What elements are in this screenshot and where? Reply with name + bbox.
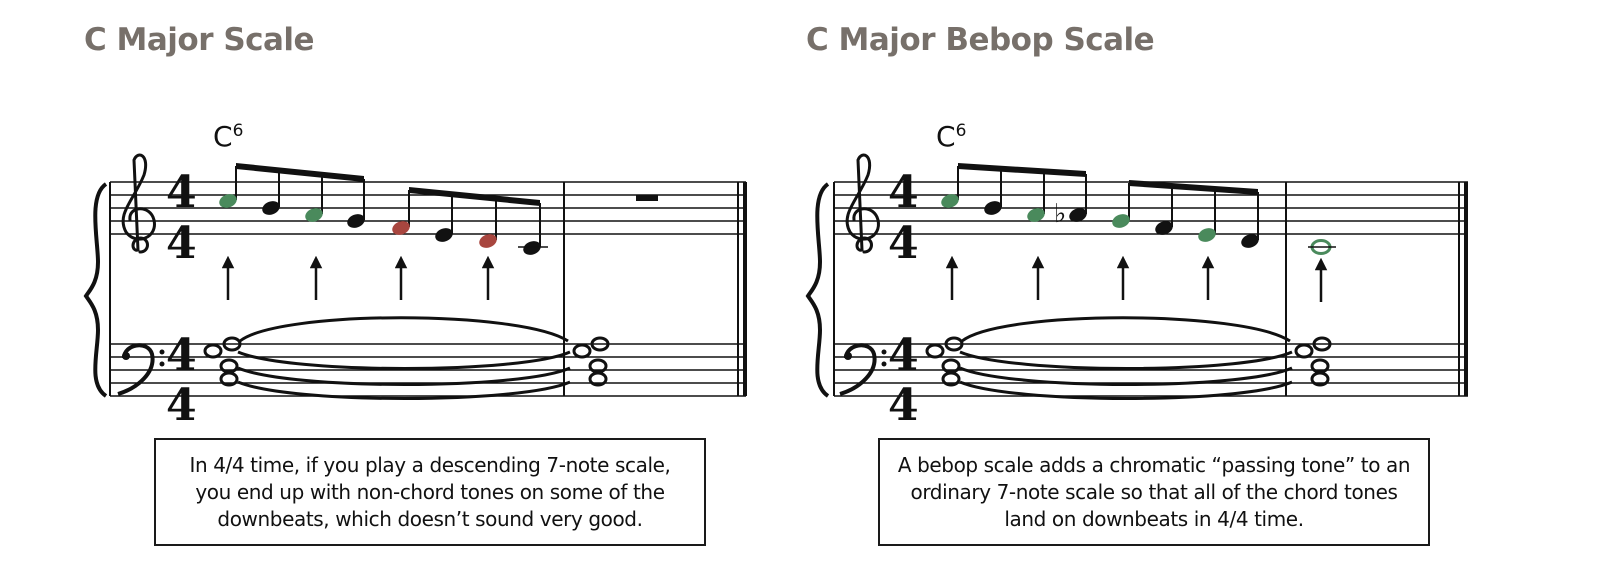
bass-time-signature-bottom: 4 — [166, 380, 197, 431]
note-a-chord-tone — [219, 194, 237, 208]
caption-c-major-scale: In 4/4 time, if you play a descending 7-… — [154, 438, 706, 546]
note-g — [262, 201, 280, 215]
bass-clef-icon — [117, 343, 165, 396]
note-d-non-chord-tone — [392, 221, 410, 235]
chord-extension: 6 — [956, 121, 967, 141]
caption-c-major-bebop-scale: A bebop scale adds a chromatic “passing … — [878, 438, 1430, 546]
melody-notes — [219, 194, 548, 255]
bass-clef-icon — [839, 343, 887, 396]
note-a-chord-tone — [941, 194, 959, 208]
barlines — [833, 182, 1468, 396]
panel-title-c-major-bebop-scale: C Major Bebop Scale — [806, 22, 1155, 58]
barlines — [109, 182, 747, 396]
stems — [957, 166, 1259, 240]
note-e-chord-tone — [305, 208, 323, 222]
time-signature-top: 4 — [166, 167, 197, 218]
melody-notes: ♭ — [941, 194, 1336, 255]
time-signature-top: 4 — [888, 167, 919, 218]
treble-staff — [834, 181, 1468, 235]
bass-time-signature-top: 4 — [166, 330, 197, 381]
bass-chord-m2 — [572, 336, 610, 387]
beams — [958, 163, 1258, 195]
score-left: 4 4 4 4 C6 — [83, 120, 747, 431]
bass-chord-m1 — [925, 336, 964, 387]
bass-staff — [834, 343, 1468, 397]
note-a-low — [523, 241, 541, 255]
time-signature-bottom: 4 — [888, 218, 919, 269]
note-b-non-chord-tone — [479, 234, 497, 248]
note-c — [435, 228, 453, 242]
grand-staff-brace-icon — [805, 182, 830, 398]
chord-symbol: C6 — [936, 120, 966, 153]
note-c-chord-tone — [1198, 228, 1216, 242]
note-g-chord-tone — [1027, 208, 1045, 222]
bass-chord-m1 — [203, 336, 242, 387]
ties — [237, 316, 571, 400]
beams — [236, 163, 540, 206]
whole-rest-icon — [636, 195, 658, 201]
stems — [235, 166, 541, 247]
note-a-flat-passing-tone — [1069, 208, 1087, 222]
caption-text: A bebop scale adds a chromatic “passing … — [897, 452, 1411, 531]
bass-time-signature-top: 4 — [888, 330, 919, 381]
note-e — [347, 214, 365, 228]
treble-clef-icon — [845, 153, 880, 254]
flat-accidental: ♭ — [1054, 199, 1066, 229]
time-signature-bottom: 4 — [166, 218, 197, 269]
ties — [959, 316, 1293, 400]
chord-root: C — [213, 120, 233, 153]
panel-title-c-major-scale: C Major Scale — [84, 22, 315, 58]
chord-extension: 6 — [233, 121, 244, 141]
note-d — [1155, 221, 1173, 235]
caption-text: In 4/4 time, if you play a descending 7-… — [189, 452, 671, 531]
downbeat-arrows — [221, 255, 495, 300]
downbeat-arrows — [945, 255, 1328, 302]
score-right: 4 4 4 4 C6 ♭ — [805, 120, 1468, 431]
chord-root: C — [936, 120, 956, 153]
treble-clef-icon — [121, 153, 156, 254]
note-b — [1241, 234, 1259, 248]
chord-symbol: C6 — [213, 120, 243, 153]
bass-chord-m2 — [1294, 336, 1332, 387]
grand-staff-brace-icon — [83, 182, 108, 398]
note-g — [984, 201, 1002, 215]
note-e-chord-tone — [1112, 214, 1130, 228]
bass-time-signature-bottom: 4 — [888, 380, 919, 431]
